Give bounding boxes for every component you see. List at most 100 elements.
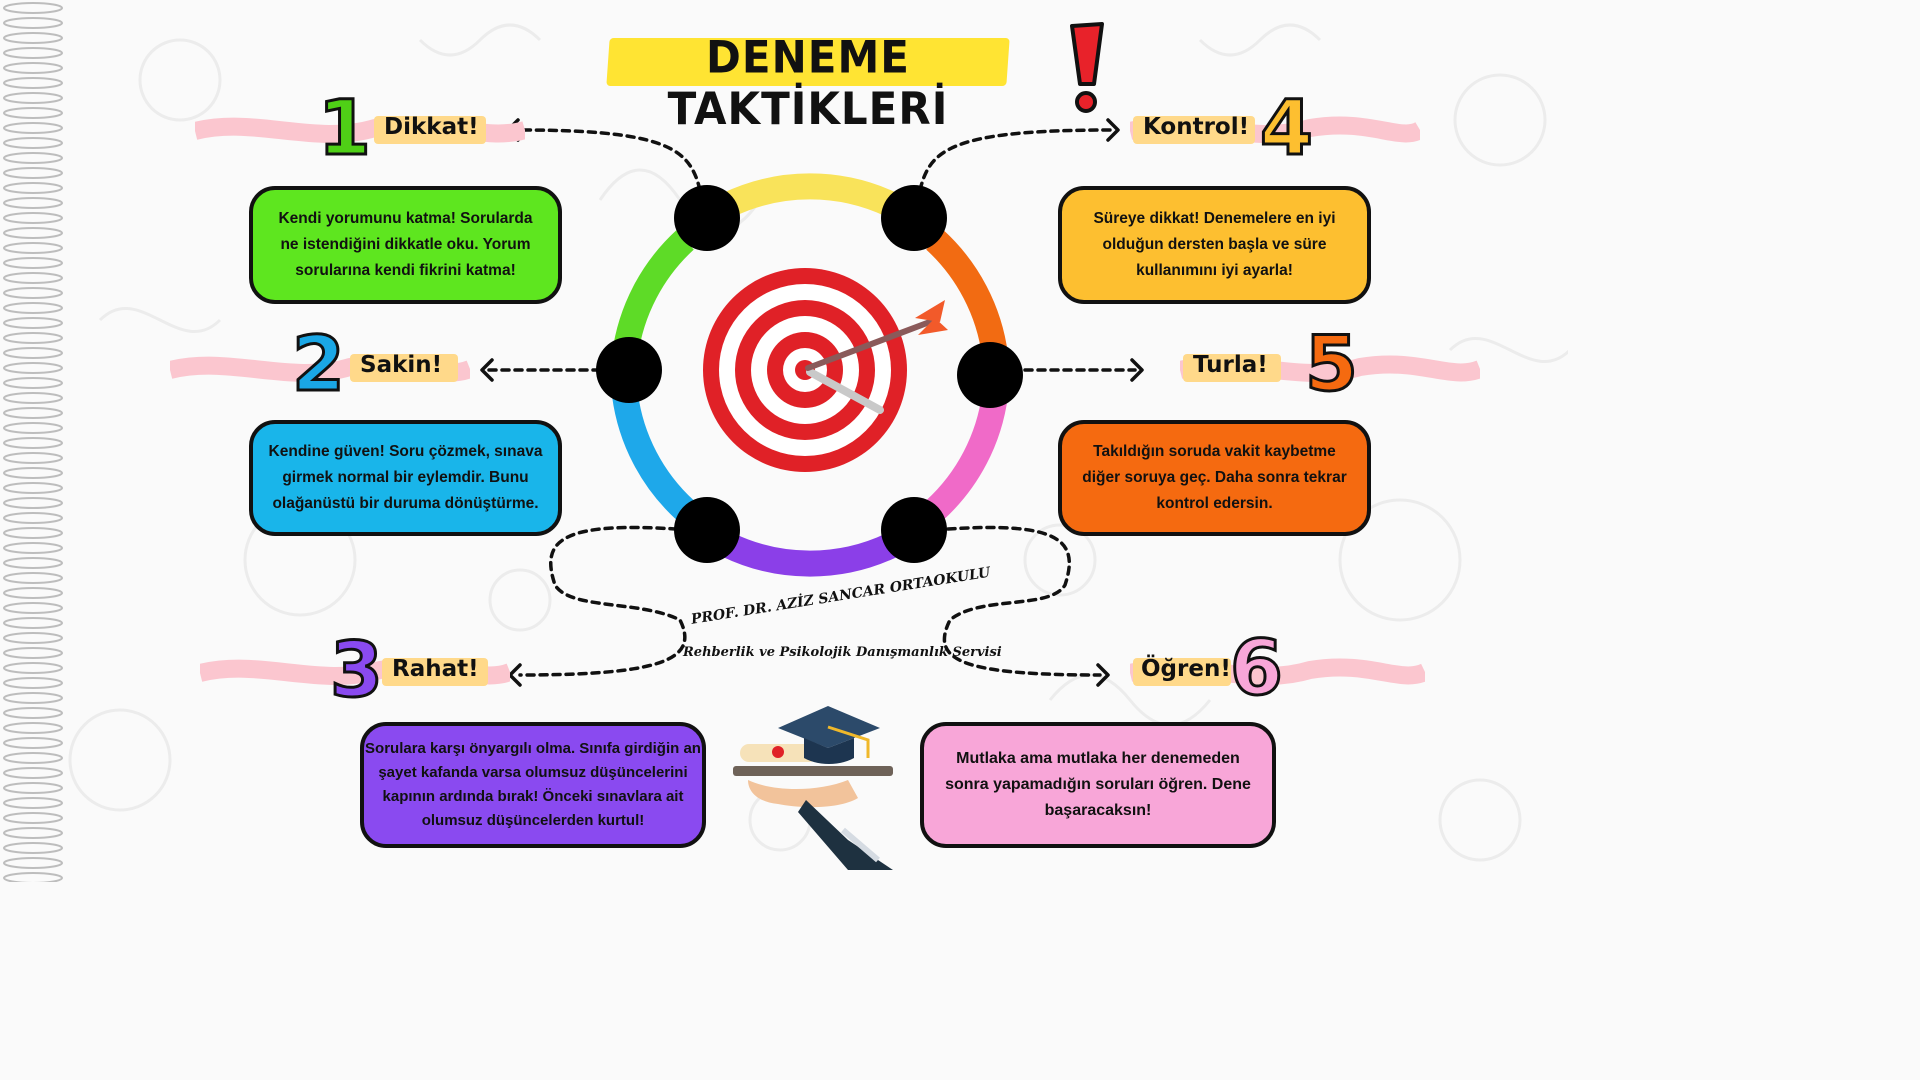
tip-2-label-box: Sakin! bbox=[350, 346, 460, 390]
spiral-ring bbox=[3, 692, 63, 704]
arrow-icon bbox=[805, 300, 948, 371]
spiral-ring bbox=[3, 392, 63, 404]
spiral-ring bbox=[3, 797, 63, 809]
spiral-ring bbox=[3, 722, 63, 734]
tip-4-number: 4 bbox=[1259, 83, 1315, 172]
tip-3-number: 3 bbox=[329, 625, 385, 714]
tip-3-label-box: Rahat! bbox=[382, 650, 490, 694]
tip-6-number: 6 bbox=[1229, 623, 1285, 712]
tip-1-label-box: Dikkat! bbox=[374, 108, 489, 152]
spiral-ring bbox=[3, 152, 63, 164]
spiral-ring bbox=[3, 467, 63, 479]
spiral-ring bbox=[3, 437, 63, 449]
spiral-ring bbox=[3, 92, 63, 104]
center-graphic bbox=[480, 118, 1144, 687]
spiral-ring bbox=[3, 872, 63, 882]
tip-6-text: Mutlaka ama mutlaka her denemeden sonra … bbox=[945, 750, 1251, 819]
spiral-ring bbox=[3, 617, 63, 629]
spiral-ring bbox=[3, 347, 63, 359]
spiral-ring bbox=[3, 407, 63, 419]
spiral-ring bbox=[3, 422, 63, 434]
spiral-ring bbox=[3, 632, 63, 644]
tip-4-text: Süreye dikkat! Denemelere en iyi olduğun… bbox=[1093, 210, 1336, 279]
spiral-ring bbox=[3, 782, 63, 794]
department-name: Rehberlik ve Psikolojik Danışmanlık Serv… bbox=[683, 645, 1002, 660]
spiral-ring bbox=[3, 527, 63, 539]
spiral-ring bbox=[3, 362, 63, 374]
graduation-cap-icon bbox=[778, 706, 880, 764]
spiral-ring bbox=[3, 77, 63, 89]
exclamation-icon bbox=[1070, 22, 1104, 113]
spiral-ring bbox=[3, 17, 63, 29]
tip-1-text: Kendi yorumunu katma! Sorularda ne isten… bbox=[278, 210, 533, 279]
spiral-ring bbox=[3, 767, 63, 779]
tip-1-number: 1 bbox=[317, 83, 373, 172]
spiral-ring bbox=[3, 107, 63, 119]
spiral-ring bbox=[3, 62, 63, 74]
graduation-illustration bbox=[733, 706, 893, 870]
target-icon bbox=[703, 268, 907, 472]
spiral-ring bbox=[3, 542, 63, 554]
tip-6-label-box: Öğren! bbox=[1133, 650, 1233, 694]
tip-3-text: Sorulara karşı önyargılı olma. Sınıfa gi… bbox=[365, 740, 701, 829]
spiral-ring bbox=[3, 272, 63, 284]
spiral-ring bbox=[3, 827, 63, 839]
title-banner: DENEME TAKTİKLERİ bbox=[606, 28, 1010, 134]
spiral-ring bbox=[3, 137, 63, 149]
spiral-ring bbox=[3, 212, 63, 224]
tip-2-bubble: Kendine güven! Soru çözmek, sınava girme… bbox=[249, 420, 562, 536]
spiral-ring bbox=[3, 677, 63, 689]
tip-2-number: 2 bbox=[291, 319, 347, 408]
spiral-ring bbox=[3, 302, 63, 314]
tip-4-label: Kontrol! bbox=[1143, 114, 1250, 140]
tip-5-text: Takıldığın soruda vakit kaybetme diğer s… bbox=[1082, 443, 1347, 512]
tip-6-bubble: Mutlaka ama mutlaka her denemeden sonra … bbox=[920, 722, 1276, 848]
node-dot bbox=[596, 337, 662, 403]
tip-6-label: Öğren! bbox=[1141, 656, 1231, 682]
spiral-ring bbox=[3, 197, 63, 209]
spiral-ring bbox=[3, 662, 63, 674]
spiral-ring bbox=[3, 857, 63, 869]
spiral-ring bbox=[3, 842, 63, 854]
tip-5-bubble: Takıldığın soruda vakit kaybetme diğer s… bbox=[1058, 420, 1371, 536]
spiral-ring bbox=[3, 587, 63, 599]
hand-icon bbox=[748, 780, 893, 870]
tip-1-label: Dikkat! bbox=[384, 114, 479, 140]
tip-2-label: Sakin! bbox=[360, 352, 443, 378]
node-dot bbox=[957, 342, 1023, 408]
spiral-ring bbox=[3, 497, 63, 509]
spiral-ring bbox=[3, 317, 63, 329]
spiral-ring bbox=[3, 2, 63, 14]
tip-5-label: Turla! bbox=[1193, 352, 1268, 378]
doodle-background bbox=[68, 23, 1568, 862]
node-dot bbox=[674, 185, 740, 251]
spiral-ring bbox=[3, 452, 63, 464]
spiral-ring bbox=[3, 647, 63, 659]
spiral-ring bbox=[3, 572, 63, 584]
node-dot bbox=[674, 497, 740, 563]
spiral-ring bbox=[3, 812, 63, 824]
spiral-ring bbox=[3, 752, 63, 764]
tip-3-bubble: Sorulara karşı önyargılı olma. Sınıfa gi… bbox=[360, 722, 706, 848]
spiral-ring bbox=[3, 737, 63, 749]
page-title: DENEME TAKTİKLERİ bbox=[667, 31, 949, 135]
spiral-ring bbox=[3, 602, 63, 614]
tip-4-bubble: Süreye dikkat! Denemelere en iyi olduğun… bbox=[1058, 186, 1371, 304]
node-dot bbox=[881, 185, 947, 251]
tip-3-label: Rahat! bbox=[392, 656, 479, 682]
node-dot bbox=[881, 497, 947, 563]
diploma-icon bbox=[740, 744, 818, 762]
notebook-spiral bbox=[3, 2, 63, 882]
tip-1-bubble: Kendi yorumunu katma! Sorularda ne isten… bbox=[249, 186, 562, 304]
spiral-ring bbox=[3, 332, 63, 344]
tip-2-text: Kendine güven! Soru çözmek, sınava girme… bbox=[268, 443, 543, 512]
spiral-ring bbox=[3, 182, 63, 194]
spiral-ring bbox=[3, 377, 63, 389]
spiral-ring bbox=[3, 287, 63, 299]
spiral-ring bbox=[3, 242, 63, 254]
tip-4-label-box: Kontrol! bbox=[1133, 108, 1257, 152]
spiral-ring bbox=[3, 167, 63, 179]
spiral-ring bbox=[3, 47, 63, 59]
spiral-ring bbox=[3, 512, 63, 524]
spiral-ring bbox=[3, 122, 63, 134]
